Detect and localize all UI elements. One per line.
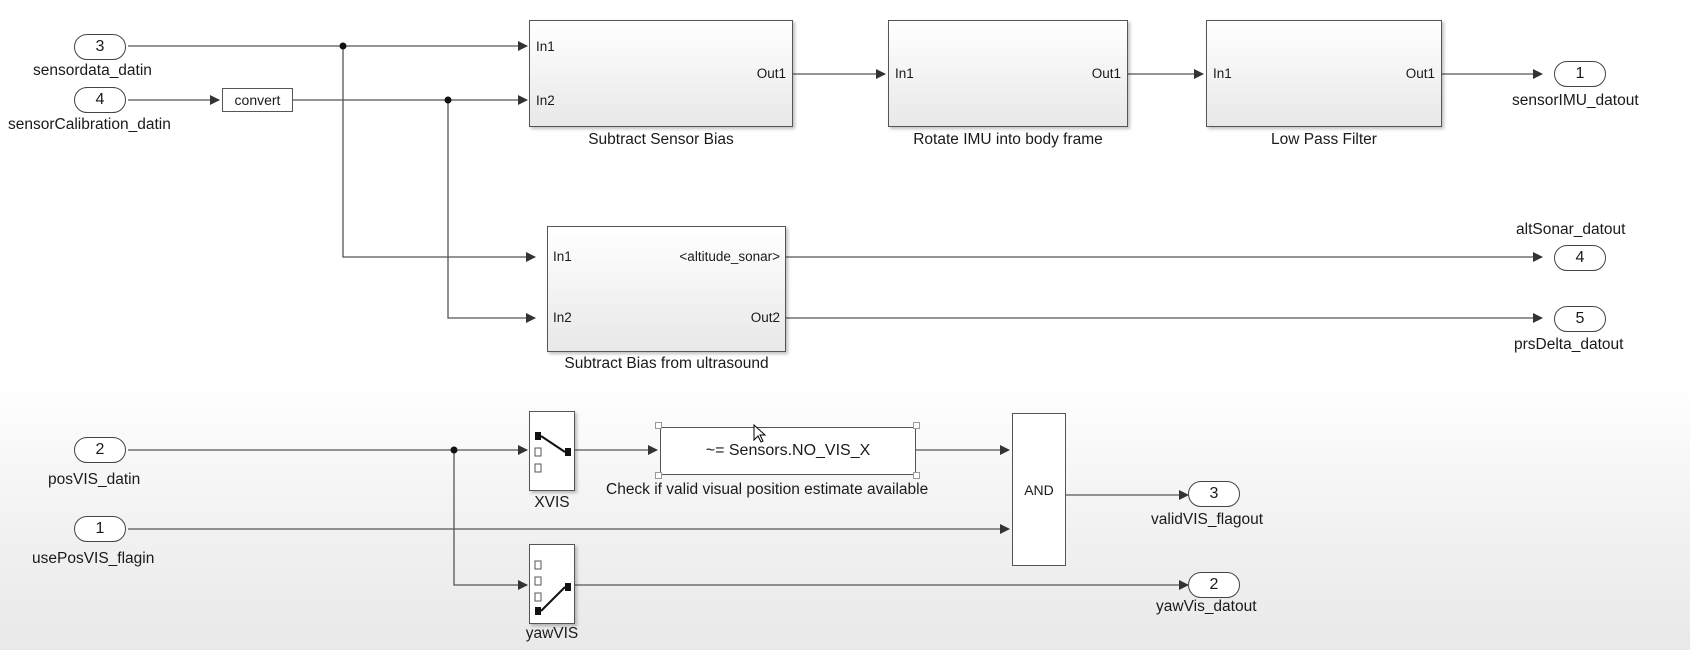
inport-sensorcalibration[interactable]: 4 xyxy=(74,87,126,113)
port-label: Out1 xyxy=(1405,66,1435,81)
selection-handle[interactable] xyxy=(655,422,662,429)
port-label: In2 xyxy=(553,310,572,325)
port-label: Out1 xyxy=(756,66,786,81)
outport-label: validVIS_flagout xyxy=(1151,511,1264,528)
inport-sensordata[interactable]: 3 xyxy=(74,34,126,60)
subsystem-name: Low Pass Filter xyxy=(1271,131,1377,148)
port-number: 4 xyxy=(1575,249,1585,266)
inport-label: sensordata_datin xyxy=(33,62,152,79)
outport-label: prsDelta_datout xyxy=(1514,336,1624,353)
subsystem-name: Subtract Bias from ultrasound xyxy=(564,355,769,372)
outport-validvis[interactable]: 3 xyxy=(1188,481,1240,507)
switch-yawvis[interactable] xyxy=(529,544,575,624)
selection-handle[interactable] xyxy=(913,422,920,429)
port-number: 2 xyxy=(1209,576,1219,593)
port-label: In1 xyxy=(895,66,914,81)
inport-posvis[interactable]: 2 xyxy=(74,437,126,463)
compare-expression: ~= Sensors.NO_VIS_X xyxy=(705,442,871,459)
port-label: In1 xyxy=(536,39,555,54)
convert-block[interactable]: convert xyxy=(222,88,293,112)
port-label: In1 xyxy=(553,249,572,264)
switch-xvis[interactable] xyxy=(529,411,575,491)
port-number: 5 xyxy=(1575,310,1585,327)
subsystem-rotate-imu[interactable]: In1 Out1 xyxy=(888,20,1128,127)
selection-handle[interactable] xyxy=(655,472,662,479)
inport-label: posVIS_datin xyxy=(48,471,141,488)
selector-switch-icon xyxy=(534,560,571,615)
port-number: 4 xyxy=(95,91,105,108)
mouse-cursor-icon xyxy=(753,424,767,443)
logical-and-block[interactable]: AND xyxy=(1012,413,1066,566)
port-label: In1 xyxy=(1213,66,1232,81)
compare-to-constant-block[interactable]: ~= Sensors.NO_VIS_X xyxy=(660,427,916,475)
subsystem-name: Rotate IMU into body frame xyxy=(913,131,1103,148)
port-number: 3 xyxy=(95,38,105,55)
port-number: 3 xyxy=(1209,485,1219,502)
port-number: 1 xyxy=(95,520,105,537)
switch-name: yawVIS xyxy=(525,625,579,642)
outport-label: yawVis_datout xyxy=(1156,598,1257,615)
subsystem-subtract-sensor-bias[interactable]: In1 In2 Out1 xyxy=(529,20,793,127)
port-label: In2 xyxy=(536,93,555,108)
selection-handle[interactable] xyxy=(913,472,920,479)
inport-useposvis[interactable]: 1 xyxy=(74,516,126,542)
port-label: <altitude_sonar> xyxy=(679,249,780,264)
subsystem-subtract-bias-ultrasound[interactable]: In1 In2 <altitude_sonar> Out2 xyxy=(547,226,786,352)
outport-label: altSonar_datout xyxy=(1516,221,1626,238)
outport-sensorimu[interactable]: 1 xyxy=(1554,61,1606,87)
subsystem-name: Subtract Sensor Bias xyxy=(588,131,734,148)
outport-prsdelta[interactable]: 5 xyxy=(1554,306,1606,332)
inport-label: usePosVIS_flagin xyxy=(32,550,155,567)
selector-switch-icon xyxy=(534,432,571,473)
convert-label: convert xyxy=(234,92,281,108)
port-label: Out2 xyxy=(750,310,780,325)
subsystem-low-pass-filter[interactable]: In1 Out1 xyxy=(1206,20,1442,127)
outport-yawvis[interactable]: 2 xyxy=(1188,572,1240,598)
switch-name: XVIS xyxy=(534,494,570,511)
and-label: AND xyxy=(1024,481,1054,498)
compare-caption: Check if valid visual position estimate … xyxy=(606,481,929,498)
outport-altsonar[interactable]: 4 xyxy=(1554,245,1606,271)
inport-label: sensorCalibration_datin xyxy=(8,116,171,133)
port-number: 2 xyxy=(95,441,105,458)
port-number: 1 xyxy=(1575,65,1585,82)
port-label: Out1 xyxy=(1091,66,1121,81)
outport-label: sensorIMU_datout xyxy=(1512,92,1639,109)
